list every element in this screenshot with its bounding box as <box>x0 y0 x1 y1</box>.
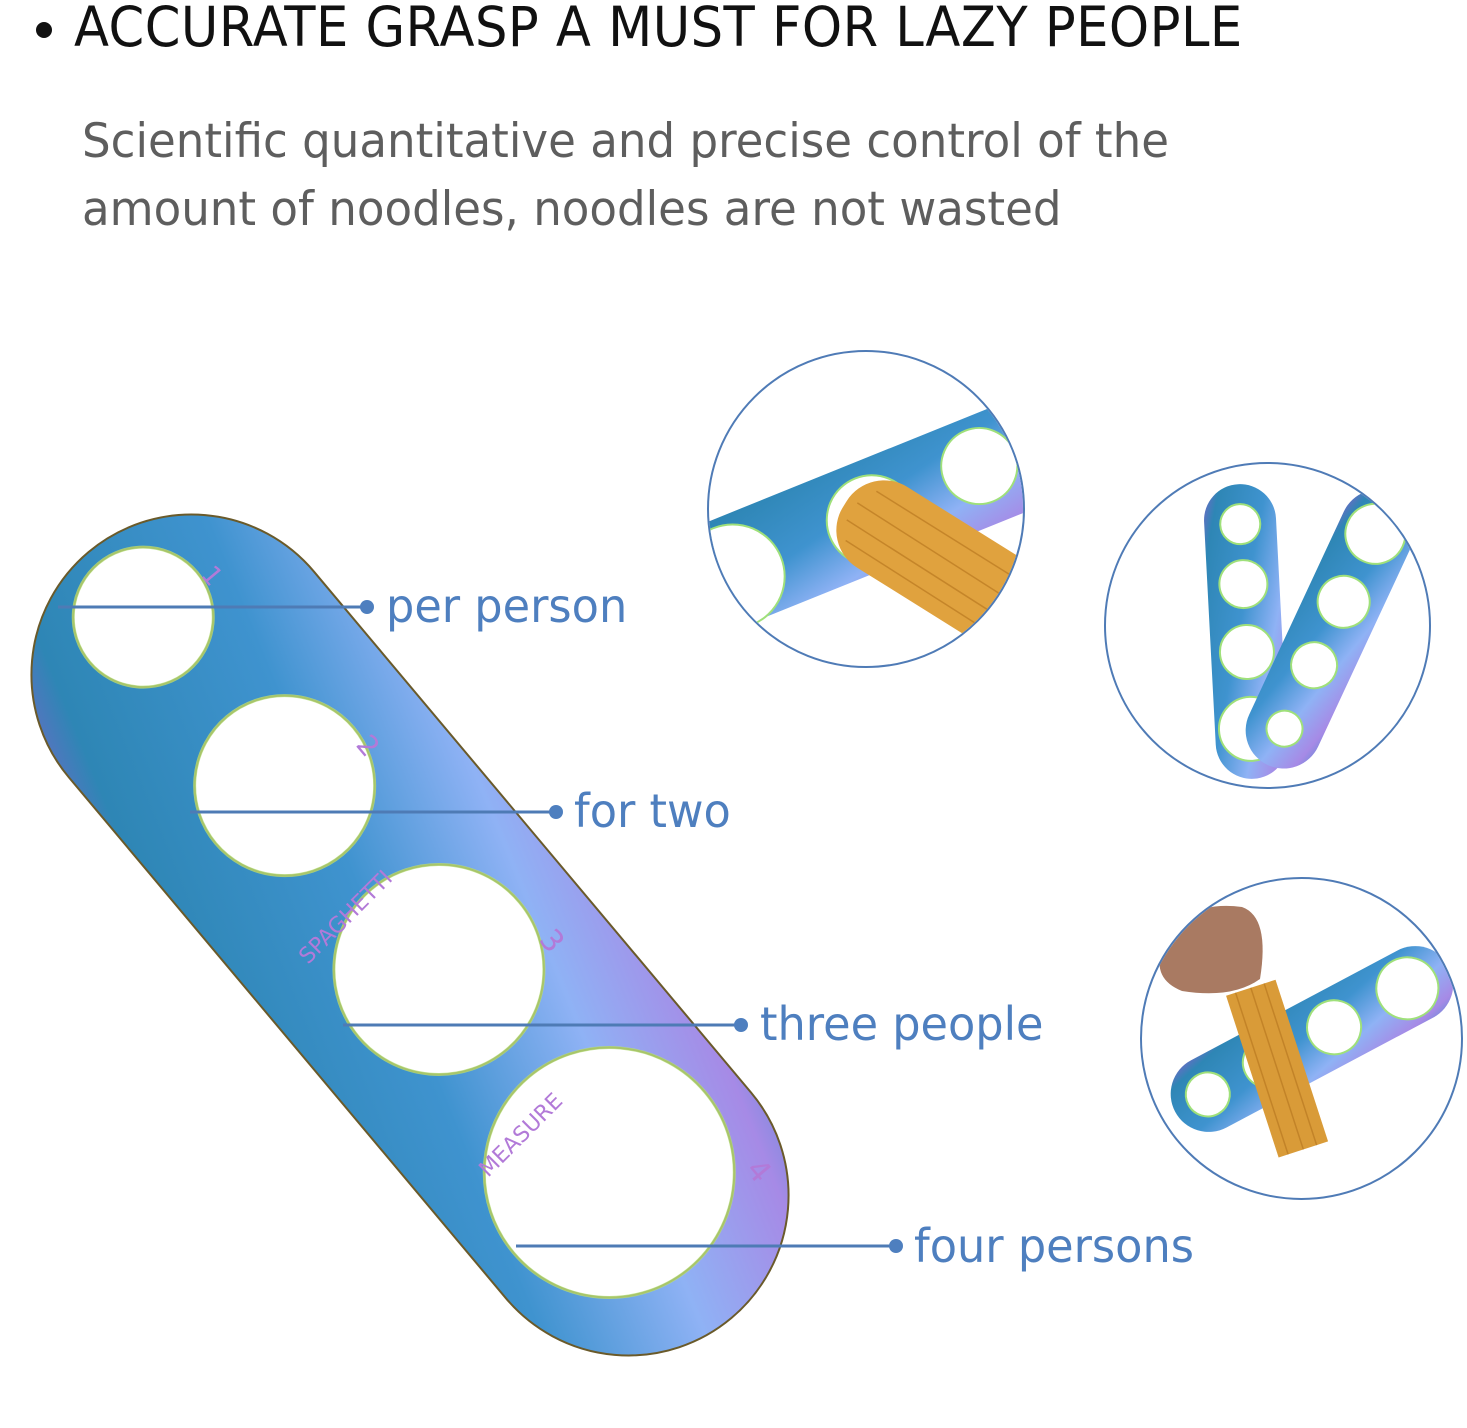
spaghetti-measure-tool <box>30 513 790 1357</box>
callout-three-people: three people <box>760 997 1044 1051</box>
spaghetti-bundle-icon <box>836 480 1023 655</box>
callout-lines <box>58 600 903 1253</box>
hand-icon <box>1159 905 1263 994</box>
inset-spaghetti-through-hole <box>707 350 1025 668</box>
callout-four-persons: four persons <box>914 1219 1195 1273</box>
headline: ACCURATE GRASP A MUST FOR LAZY PEOPLE <box>36 0 1331 58</box>
subtitle: Scientific quantitative and precise cont… <box>82 108 1292 244</box>
inset-hand-measuring <box>1140 877 1463 1200</box>
callout-for-two: for two <box>574 784 731 838</box>
callout-per-person: per person <box>386 579 628 633</box>
subtitle-line-1: Scientific quantitative and precise cont… <box>82 114 1169 169</box>
spaghetti-bundle-icon <box>1226 979 1329 1158</box>
page-title: ACCURATE GRASP A MUST FOR LAZY PEOPLE <box>74 0 1243 59</box>
bullet-icon <box>36 22 52 38</box>
inset-two-tools <box>1104 462 1431 789</box>
subtitle-line-2: amount of noodles, noodles are not waste… <box>82 182 1062 237</box>
